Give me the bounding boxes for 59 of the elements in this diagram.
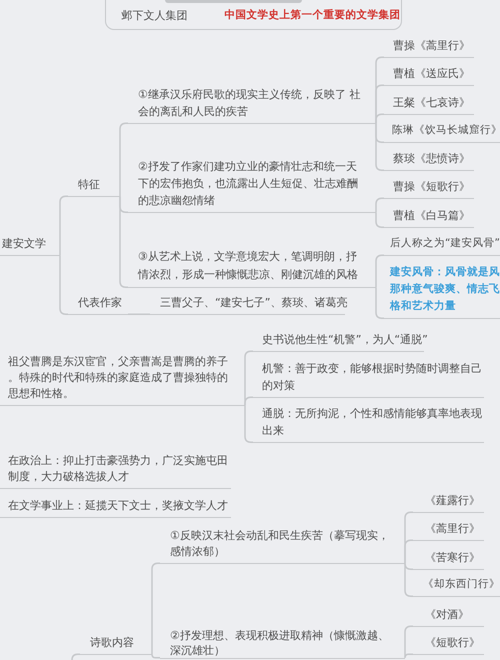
topic [160, 526, 405, 564]
connector-line [119, 122, 128, 196]
connector-line [404, 563, 413, 597]
topic-text: 《蒿里行》 [425, 521, 480, 537]
topic-text: 《苦寒行》 [425, 550, 480, 566]
connector-line [71, 654, 80, 660]
topic-text: 诗歌内容 [90, 635, 134, 651]
connector-line [59, 196, 68, 256]
topic-text: 机警：善于政变，能够根据时势随时调整自己的对策 [262, 361, 483, 394]
topic-text: 史书说他生性“机警”，为人“通脱” [262, 332, 428, 348]
topic-text: 三曹父子、“建安七子”、蔡琰、诸葛亮 [160, 295, 348, 311]
topic-text: 曹操《蒿里行》 [393, 38, 470, 54]
topic [384, 262, 500, 319]
connector-line [375, 212, 384, 228]
connector-line [404, 654, 413, 658]
connector-line [375, 287, 384, 319]
topic-text: 《短歌行》 [425, 635, 480, 651]
topic-text: 陈琳《饮马长城窟行》 [392, 123, 500, 138]
topic-text: 建安风骨：风骨就是风那种意气骏爽、情志飞格和艺术力量 [390, 264, 500, 314]
topic-text: ①反映汉末社会动乱和民生疾苦（摹写现实，感情浓郁） [170, 528, 390, 560]
topic-text: 在政治上：抑止打击豪强势力，广泛实施屯田制度，大力破格选拔人才 [8, 453, 229, 485]
topic-text: ②抒发了作家们建功立业的豪情壮志和统一天下的宏伟抱负，也流露出人生短促、壮志难酬的悲凉幽怨情绪 [138, 159, 359, 209]
topic-text: 《薤露行》 [425, 493, 480, 509]
topic-text: 《却东西门行》 [423, 577, 500, 592]
topic-text: 代表作家 [78, 295, 122, 311]
topic-text: 特征 [78, 177, 100, 193]
topic [0, 452, 231, 489]
topic-text: 中国文学史上第一个重要的文学集团 [218, 6, 398, 27]
connector-line [244, 405, 253, 443]
topic [0, 352, 245, 406]
connector-line [244, 396, 253, 406]
connector-line [375, 123, 384, 171]
topic-text: ②抒发理想、表现积极进取精神（慷慨激越、深沉雄壮） [170, 628, 390, 658]
topic-text: ③从艺术上说，文学意境宏大，笔调明朗，抒情浓烈，形成一种慷慨悲凉、刚健沉雄的风格 [138, 249, 359, 283]
connector-line [404, 626, 413, 658]
topic-text: 后人称之为“建安风骨” [390, 236, 500, 251]
connector-line [119, 196, 128, 288]
topic-text: 曹植《送应氏》 [393, 66, 470, 82]
topic-text: 王粲《七哀诗》 [393, 95, 470, 111]
topic-text: 在文学事业上：延揽天下文士，奖掖文学人才 [8, 498, 228, 514]
topic-text: ①继承汉乐府民歌的现实主义传统，反映了 社会的离乱和人民的疾苦 [138, 87, 362, 120]
cropped-block [164, 0, 302, 3]
connector-line [151, 562, 160, 654]
group-frame [105, 0, 402, 30]
topic-text: 建安文学 [2, 236, 46, 252]
connector-line [244, 350, 253, 406]
topic-text: 通脱：无所拘泥，个性和感情能够真率地表现出来 [262, 406, 483, 439]
topic-text: 蔡琰《悲愤诗》 [393, 151, 470, 167]
connector-line [375, 254, 384, 288]
topic-text: 邺下文人集团 [114, 6, 194, 27]
connector-line [151, 654, 160, 658]
topic-text: 曹操《短歌行》 [393, 179, 470, 195]
topic-text: 《对酒》 [425, 607, 469, 623]
topic-text: 祖父曹腾是东汉宦官，父亲曹嵩是曹腾的养子。特殊的时代和特殊的家庭造成了曹操独特的思想和性格。 [8, 354, 229, 402]
connector-line [404, 540, 413, 564]
topic-text: 曹植《白马篇》 [393, 208, 470, 224]
connector-line [375, 198, 384, 212]
connector-line [59, 255, 68, 315]
connector-line [128, 314, 150, 315]
